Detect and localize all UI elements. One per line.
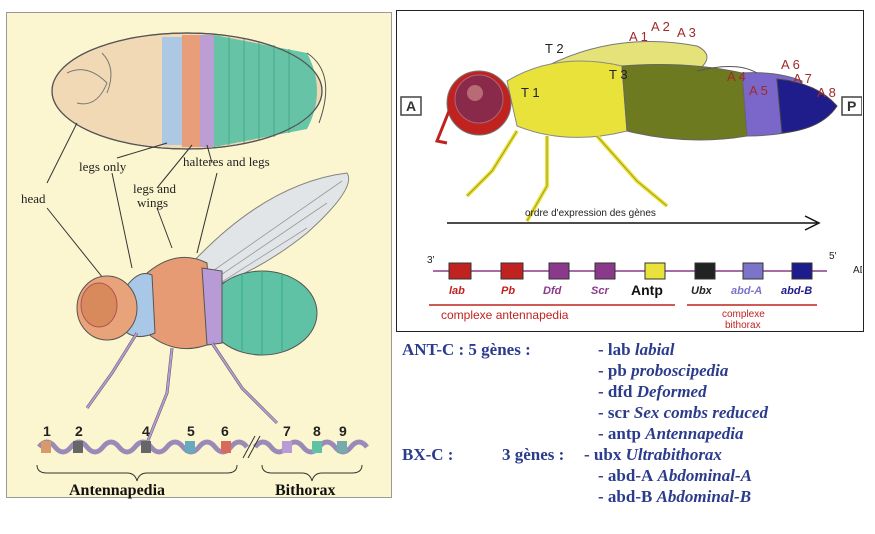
anterior-label: A — [406, 98, 416, 114]
insect-body — [437, 61, 837, 221]
antc-item-scr: - scr Sex combs reduced — [598, 403, 768, 423]
complex-bithorax-label-1: complexe — [722, 309, 765, 320]
antc-item-dfd: - dfd Deformed — [598, 382, 707, 402]
label-bithorax: Bithorax — [275, 482, 335, 499]
label-legs-only: legs only — [79, 159, 127, 174]
bxc-label: BX-C : — [402, 445, 453, 465]
chromosome-helix — [39, 436, 367, 458]
gene-lab: lab — [449, 285, 465, 297]
gene-dfd: Dfd — [543, 285, 562, 297]
segment-a6: A 6 — [781, 57, 800, 72]
segment-a2: A 2 — [651, 19, 670, 34]
bxc-count: 3 gènes : — [502, 445, 564, 465]
label-antennapedia: Antennapedia — [69, 482, 165, 499]
expression-order-text: ordre d'expression des gènes — [525, 208, 656, 219]
segment-a5: A 5 — [749, 83, 768, 98]
gene-list: ANT-C : 5 gènes : - lab labial - pb prob… — [398, 340, 868, 530]
fly-embryo-diagram: head legs only legs and wings halteres a… — [7, 13, 393, 499]
adult-fly — [77, 173, 349, 443]
antc-item-pb: - pb proboscipedia — [598, 361, 728, 381]
segment-t2: T 2 — [545, 41, 564, 56]
segment-a4: A 4 — [727, 69, 746, 84]
segment-a8: A 8 — [817, 85, 836, 100]
end-5prime: 5' — [829, 251, 837, 262]
gene-number-9: 9 — [339, 423, 347, 439]
gene-number-6: 6 — [221, 423, 229, 439]
complex-antennapedia-label: complexe antennapedia — [441, 308, 569, 322]
gene-number-7: 7 — [283, 423, 291, 439]
gene-number-4: 4 — [142, 423, 150, 439]
gene-antp: Antp — [631, 282, 663, 298]
embryo — [52, 33, 326, 149]
bxc-item-ubx: - ubx Ultrabithorax — [584, 445, 722, 465]
gene-number-2: 2 — [75, 423, 83, 439]
gene-ubx: Ubx — [691, 285, 713, 297]
gene-abd-a: abd-A — [731, 285, 762, 297]
gene-number-5: 5 — [187, 423, 195, 439]
bxc-item-abd-a: - abd-A Abdominal-A — [598, 466, 752, 486]
segment-a1: A 1 — [629, 29, 648, 44]
segment-t3: T 3 — [609, 67, 628, 82]
segment-a7: A 7 — [793, 71, 812, 86]
left-diagram-panel: head legs only legs and wings halteres a… — [6, 12, 392, 498]
gene-abd-b: abd-B — [781, 285, 812, 297]
label-legs-and-wings-2: wings — [137, 195, 168, 210]
segment-t1: T 1 — [521, 85, 540, 100]
bxc-item-abd-b: - abd-B Abdominal-B — [598, 487, 751, 507]
gene-scr: Scr — [591, 285, 609, 297]
antc-item-antp: - antp Antennapedia — [598, 424, 743, 444]
hox-expression-diagram: T 2 T 3 T 1 A 1 A 2 A 3 A 4 A 5 A 6 A 7 … — [397, 11, 862, 330]
antc-label: ANT-C : 5 gènes : — [402, 340, 531, 360]
antc-item-lab: - lab labial — [598, 340, 675, 360]
end-3prime: 3' — [427, 255, 435, 266]
gene-number-1: 1 — [43, 423, 51, 439]
label-halteres-and-legs: halteres and legs — [183, 154, 270, 169]
posterior-label: P — [847, 98, 856, 114]
gene-pb: Pb — [501, 285, 515, 297]
ad-label: AD — [853, 265, 862, 276]
label-head: head — [21, 191, 46, 206]
gene-number-8: 8 — [313, 423, 321, 439]
complex-bithorax-label-2: bithorax — [725, 320, 761, 330]
segment-a3: A 3 — [677, 25, 696, 40]
label-legs-and-wings-1: legs and — [133, 181, 176, 196]
right-diagram-panel: T 2 T 3 T 1 A 1 A 2 A 3 A 4 A 5 A 6 A 7 … — [396, 10, 864, 332]
